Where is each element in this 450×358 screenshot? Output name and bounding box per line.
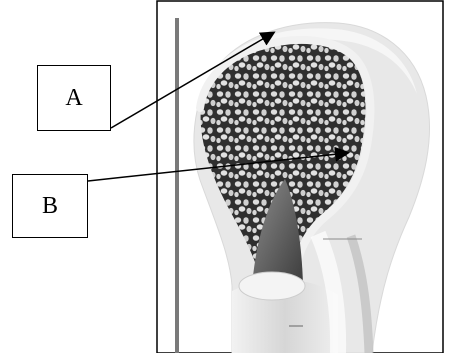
label-b-text: B bbox=[42, 194, 58, 218]
shaft-cut-surface bbox=[239, 272, 305, 300]
label-b-box: B bbox=[12, 174, 88, 238]
label-a-text: A bbox=[65, 86, 82, 110]
label-a-box: A bbox=[37, 65, 111, 131]
